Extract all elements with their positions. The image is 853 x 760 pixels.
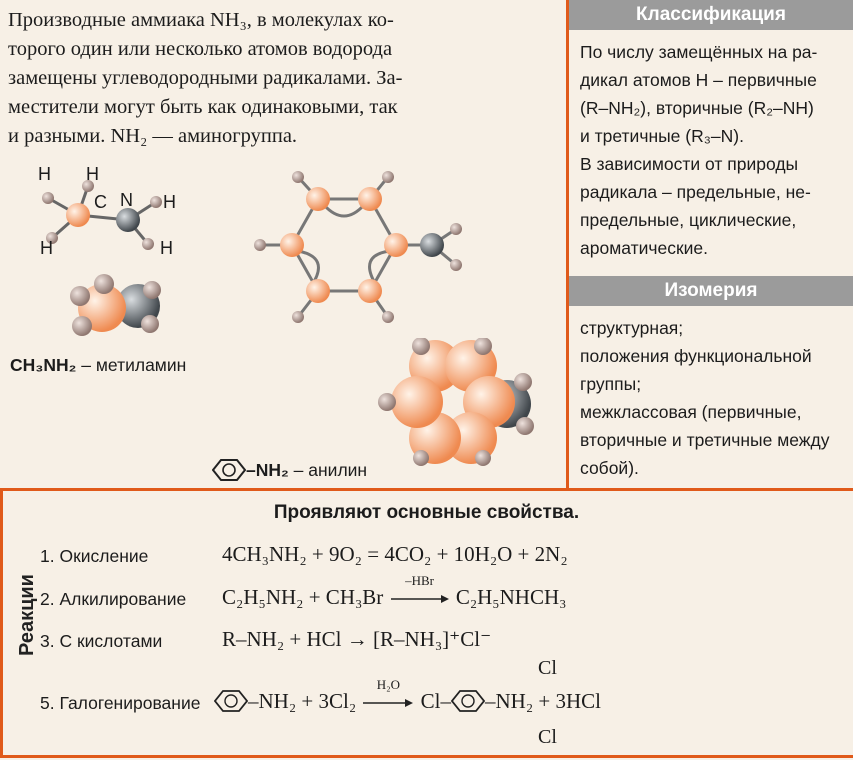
atom-label-h: H	[40, 238, 53, 258]
isomerism-line: положения функциональной	[580, 346, 812, 366]
classification-line: дикал атомов Н – первичные	[580, 70, 817, 90]
reaction-arrow: H₂O	[361, 677, 415, 714]
reactions-title: Проявляют основные свойства.	[273, 502, 580, 523]
classification-line: предельные, циклические,	[580, 210, 797, 230]
aniline-caption: –NH₂ – анилин	[211, 458, 368, 482]
classification-line: (R–NH₂), вторичные (R₂–NH)	[580, 98, 814, 118]
isomerism-line: собой).	[580, 458, 639, 478]
reaction-name: 2. Алкилирование	[40, 589, 187, 609]
isomerism-line: структурная;	[580, 318, 684, 338]
aniline-formula: –NH₂	[246, 460, 289, 480]
atom-label-c: C	[94, 192, 107, 212]
classification-line: По числу замещённых на ра-	[580, 42, 818, 62]
reaction-arrow-label: H₂O	[376, 677, 401, 692]
reaction-equation: R–NH₂ + HCl → [R–NH₃]⁺Cl⁻	[222, 627, 492, 651]
atom-label-h: H	[163, 192, 176, 212]
intro-line: замещены углеводородными радикалами. За-	[8, 67, 403, 89]
classification-line: и третичные (R₃–N).	[580, 126, 744, 146]
frame-horizontal-divider	[0, 488, 853, 491]
aniline-name: – анилин	[293, 460, 368, 480]
chlorine-top-substituent: Cl	[538, 657, 557, 679]
intro-paragraph: Производные аммиака NH₃, в молекулах ко-…	[8, 6, 566, 151]
intro-line: и разными. NH₂ — аминогруппа.	[8, 125, 298, 147]
frame-bottom-border	[0, 755, 853, 758]
classification-heading: Классификация	[569, 0, 853, 30]
atom-label-h: H	[86, 164, 99, 184]
reaction-name: 5. Галогенирование	[40, 693, 201, 713]
atom-label-n: N	[120, 190, 133, 210]
classification-line: В зависимости от природы	[580, 154, 799, 174]
classification-text: По числу замещённых на ра- дикал атомов …	[580, 38, 817, 262]
isomerism-line: вторичные и третичные между	[580, 430, 830, 450]
reaction-arrow: –HBr	[389, 573, 451, 610]
aniline-space-filling-model	[378, 338, 534, 466]
benzene-ring-icon	[211, 459, 247, 481]
frame-vertical-divider	[566, 0, 569, 488]
classification-line: ароматические.	[580, 238, 708, 258]
reaction-product-left: Cl–	[420, 689, 452, 713]
isomerism-line: межклассовая (первичные,	[580, 402, 802, 422]
aniline-ball-and-stick-model	[254, 171, 462, 323]
atom-label-h: H	[38, 164, 51, 184]
benzene-ring-icon	[450, 690, 486, 712]
chlorine-bottom-substituent: Cl	[538, 726, 557, 748]
reaction-arrow-label: –HBr	[405, 573, 434, 588]
reaction-equation: –NH₂ + 3Cl₂ H₂O Cl– –NH₂ + 3HCl	[213, 677, 602, 714]
isomerism-line: группы;	[580, 374, 642, 394]
reaction-product-right: –NH₂ + 3HCl	[485, 689, 602, 713]
methylamine-space-filling-model	[70, 274, 161, 336]
reaction-name: 1. Окисление	[40, 546, 149, 566]
methylamine-caption: CH₃NH₂ – метиламин	[10, 355, 186, 376]
right-arrow-icon	[390, 595, 449, 604]
methylamine-name: – метиламин	[81, 355, 187, 375]
methylamine-ball-and-stick-model	[42, 180, 162, 250]
classification-line: радикала – предельные, не-	[580, 182, 811, 202]
reaction-rhs: C₂H₅NHCH₃	[455, 585, 567, 609]
frame-left-border	[0, 488, 3, 756]
reaction-lhs: –NH₂ + 3Cl₂	[248, 689, 357, 713]
right-arrow-icon	[363, 699, 414, 708]
isomerism-text: структурная; положения функциональной гр…	[580, 314, 829, 482]
intro-line: местители могут быть как одинаковыми, та…	[8, 96, 398, 118]
isomerism-heading: Изомерия	[569, 276, 853, 306]
reaction-equation: 4CH₃NH₂ + 9O₂ = 4CO₂ + 10H₂O + 2N₂	[222, 542, 568, 566]
atom-label-h: H	[160, 238, 173, 258]
reaction-equation: C₂H₅NH₂ + CH₃Br –HBr C₂H₅NHCH₃	[222, 573, 567, 610]
reactions-side-label: Реакции	[16, 574, 38, 656]
intro-line: Производные аммиака NH₃, в молекулах ко-	[8, 9, 394, 31]
reaction-name: 3. С кислотами	[40, 631, 163, 651]
reaction-lhs: C₂H₅NH₂ + CH₃Br	[222, 585, 384, 609]
benzene-ring-icon	[213, 690, 249, 712]
intro-line: торого один или несколько атомов водород…	[8, 38, 393, 60]
methylamine-formula: CH₃NH₂	[10, 355, 77, 375]
